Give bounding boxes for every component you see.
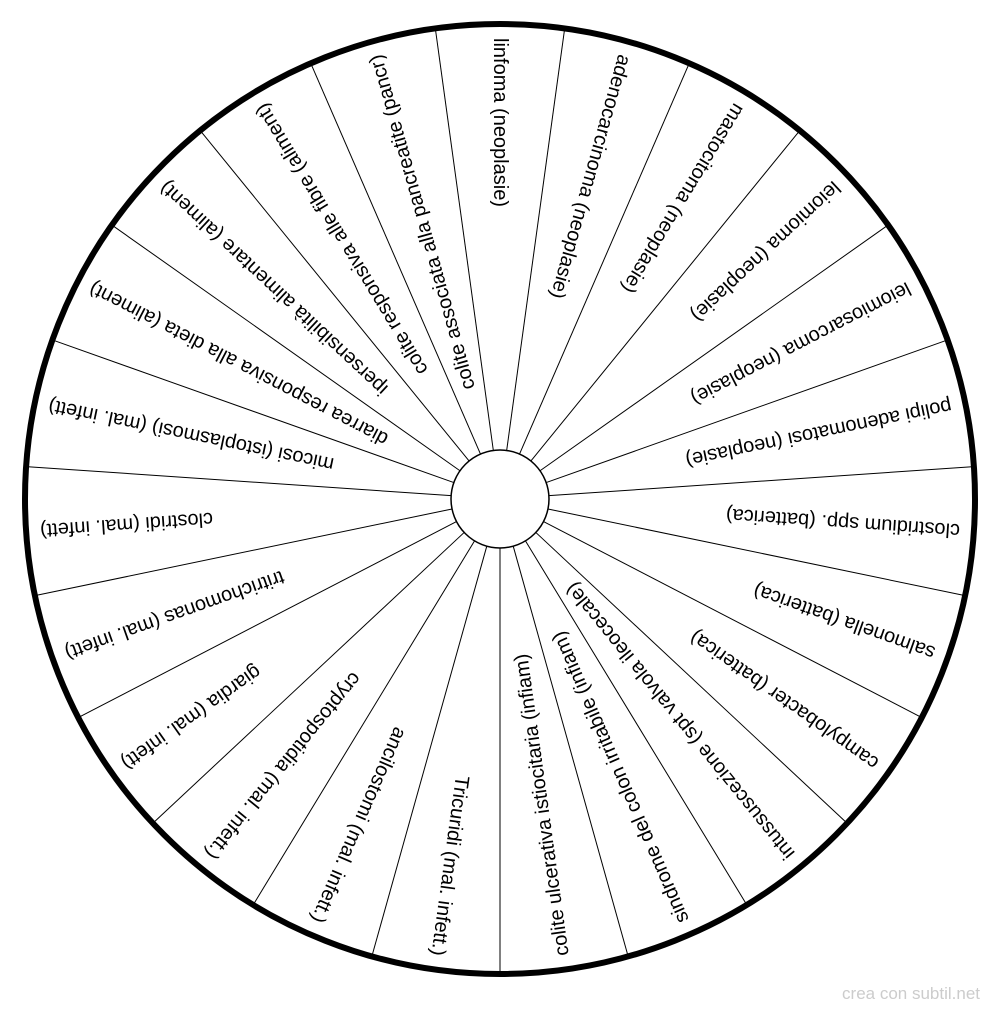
- wheel-segment-label: tritrichomonas (mal. infett): [62, 566, 287, 664]
- wheel-segment-label: colite associata alla pancreatite (pancr…: [365, 52, 480, 392]
- wheel-spoke: [199, 130, 470, 462]
- wheel-segment-label: colite ulcerativa istiocitaria (infiam): [510, 652, 573, 957]
- wheel-spoke: [525, 540, 748, 906]
- wheel-spoke: [111, 224, 461, 472]
- wheel-spoke: [535, 532, 848, 824]
- wheel-segment-label: salmonella (batterica): [751, 579, 939, 664]
- wheel-segment-label: micosi (istoplasmosi) (mal. infett): [46, 394, 336, 475]
- wheel-segment-label: polipi adenomatosi (neoplasie): [684, 394, 954, 471]
- wheel-spoke: [34, 508, 453, 597]
- wheel-segment-label: linfoma (neoplasie): [489, 38, 511, 207]
- wheel-spoke: [543, 521, 922, 718]
- wheel-spoke: [434, 28, 494, 451]
- wheel-segment-label: adenocarcinoma (neoplasie): [546, 52, 635, 301]
- wheel-segment-label: Tricuridi (mal. infett.): [426, 774, 473, 957]
- wheel-spoke: [548, 466, 974, 497]
- wheel-rim: [22, 21, 978, 977]
- wheel-spoke: [506, 28, 566, 451]
- wheel-segment-label: mastocitoma (neoplasie): [617, 99, 749, 297]
- wheel-spokes: [26, 28, 974, 974]
- wheel-spoke: [547, 508, 966, 597]
- wheel-segment-label: clostridi (mal. infett): [39, 508, 213, 542]
- wheel-segment-label: leiomioma (neoplasie): [686, 176, 844, 326]
- wheel-spoke: [152, 532, 465, 824]
- wheel-spoke: [546, 339, 948, 484]
- wheel-spoke: [52, 339, 454, 484]
- footer-credit: crea con subtil.net: [842, 984, 980, 1003]
- wheel-segment-label: ancilostomi (mal. infett.): [306, 724, 410, 926]
- wheel-spoke: [530, 130, 801, 462]
- wheel-spoke: [539, 224, 889, 472]
- wheel-spoke: [26, 466, 452, 497]
- wheel-spoke: [512, 546, 629, 957]
- wheel-segment-label: clostridium spp. (batterica): [725, 503, 960, 541]
- wheel-spoke: [78, 521, 457, 718]
- wheel-hub[interactable]: [450, 449, 550, 549]
- wheel-spoke: [252, 540, 475, 906]
- wheel-segment-label: giardia (mal. infett): [117, 660, 265, 773]
- wheel-segment-label: ipersensibilità alimentare (aliment): [156, 176, 393, 399]
- wheel-segment-label: sindrome del colon irritabile (infiam): [548, 628, 694, 926]
- wheel-spoke: [519, 63, 690, 455]
- wheel-spoke: [371, 546, 488, 957]
- wheel-spoke: [310, 63, 481, 455]
